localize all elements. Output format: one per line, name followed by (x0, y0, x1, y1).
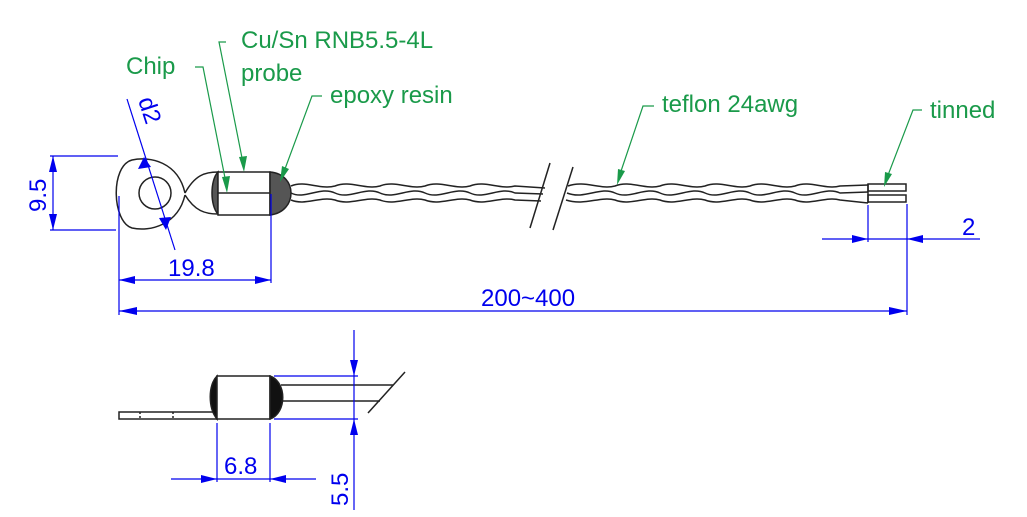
dimensions-top: d2 9.5 19.8 200~400 2 (25, 94, 980, 315)
twisted-wire-segment-1 (290, 183, 546, 203)
label-teflon-wire: teflon 24awg (662, 91, 798, 118)
dim-tinned-length: 2 (962, 214, 975, 241)
side-view (118, 371, 406, 422)
lug-side-plate (118, 411, 218, 420)
label-chip: Chip (126, 53, 175, 80)
label-tinned: tinned (930, 97, 995, 124)
probe-side-body (216, 375, 271, 420)
dim-lug-to-probe: 19.8 (168, 255, 215, 282)
dim-total-length: 200~400 (481, 285, 575, 312)
ring-lug-hole (138, 176, 172, 210)
twisted-wire-segment-2 (565, 183, 869, 204)
break-mark (552, 166, 574, 231)
top-view (115, 158, 907, 231)
dimensions-side: 6.8 5.5 (171, 330, 358, 510)
dim-probe-diameter: 5.5 (327, 473, 354, 506)
label-probe-line1: Cu/Sn RNB5.5-4L (241, 27, 433, 54)
tinned-end-2 (867, 194, 907, 203)
dim-probe-length: 6.8 (224, 453, 257, 480)
dim-lug-height: 9.5 (25, 179, 52, 212)
break-mark (529, 162, 551, 229)
dim-hole-diameter: d2 (132, 94, 166, 128)
tinned-end-1 (867, 183, 907, 192)
label-epoxy-resin: epoxy resin (330, 82, 453, 109)
label-probe-line2: probe (241, 60, 302, 87)
probe-left-cap (211, 170, 219, 216)
annotations: Chip Cu/Sn RNB5.5-4L probe epoxy resin t… (126, 27, 995, 193)
break-mark (367, 371, 406, 414)
